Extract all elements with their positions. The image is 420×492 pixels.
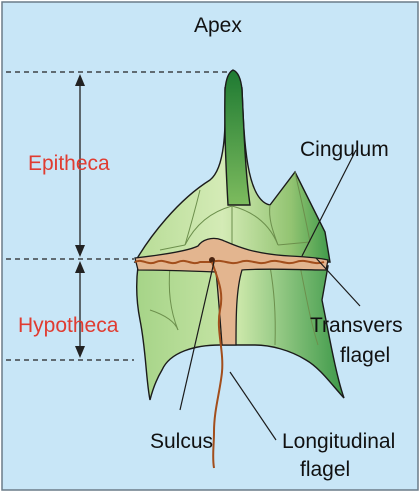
hypotheca-label: Hypotheca (18, 314, 119, 337)
transvers-label-line1: Transvers (310, 314, 403, 337)
longitudinal-label-line1: Longitudinal (282, 430, 395, 453)
epitheca-label: Epitheca (28, 152, 110, 175)
sulcus-label: Sulcus (150, 430, 213, 453)
longitudinal-label-line2: flagel (300, 458, 350, 481)
apex-label: Apex (194, 14, 242, 37)
cingulum-label: Cingulum (300, 138, 389, 161)
transvers-label-line2: flagel (340, 344, 390, 367)
